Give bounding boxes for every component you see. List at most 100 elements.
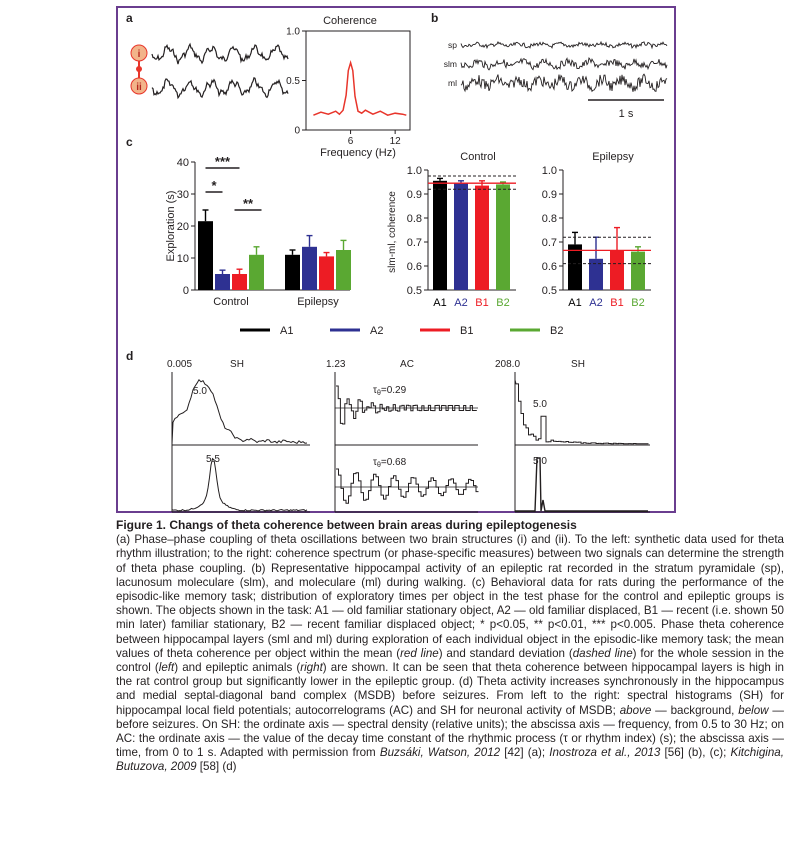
coherence-bar-ytick-label: 0.9	[407, 189, 422, 201]
coherence-bar-ytick-label: 0.8	[542, 213, 557, 225]
trace-slm	[460, 57, 668, 71]
coherence-ytick-label: 1.0	[286, 27, 300, 38]
panel-b-label: b	[431, 11, 438, 25]
structure-markers: i ii	[130, 44, 148, 95]
exploration-bar-A1	[285, 254, 300, 290]
sh1-top-curve	[171, 378, 308, 445]
ac-ymax: 1.23	[326, 359, 346, 370]
coherence-xlabel: Frequency (Hz)	[320, 147, 396, 159]
exploration-bar-B1	[319, 256, 334, 290]
exploration-bar-B1	[232, 274, 247, 290]
coherence-bar-ytick-label: 0.7	[407, 237, 422, 249]
legend-label: B2	[550, 325, 563, 337]
caption-title: Figure 1. Changs of theta coherence betw…	[116, 518, 577, 532]
exploration-ylabel: Exploration (s)	[165, 191, 177, 262]
coherence-category-label: B2	[496, 297, 509, 309]
coherence-axes-box	[305, 30, 411, 131]
coherence-bar-B1	[610, 250, 624, 290]
coherence-bar-ytick-label: 0.5	[407, 285, 422, 297]
coherence-ylabel: slm-ml, coherence	[387, 191, 398, 273]
epilepsy-coherence-chart: Epilepsy 0.5 0.6 0.7 0.8 0.9 1.0A1 A2 B1 B2	[542, 151, 651, 309]
trace-ml	[460, 73, 668, 93]
coherence-bar-A2	[454, 183, 468, 290]
coherence-series-line	[313, 59, 407, 117]
coherence-bar-A2	[589, 258, 603, 290]
ac-top-tau: τθ=0.29	[373, 385, 407, 397]
ac-title: AC	[400, 359, 414, 370]
control-coherence-chart: Control 0.5 0.6 0.7 0.8 0.9 1.0 slm-ml, coheren…	[387, 151, 516, 309]
coherence-title: Coherence	[323, 15, 377, 27]
coherence-chart: Coherence 0 0.5 1.0 6 12 Frequency (Hz)	[286, 15, 411, 159]
ac-bottom-curve	[336, 468, 479, 504]
exploration-category-label: Control	[213, 296, 248, 308]
figure-graphics: a i ii Coherence 0 0.5 1.0 6 12 Frequency (…	[126, 11, 668, 513]
exploration-bar-A2	[302, 246, 317, 290]
coherence-bar-ytick-label: 0.6	[407, 261, 422, 273]
sh1-title: SH	[230, 359, 244, 370]
significance-label: *	[211, 178, 217, 193]
sh2-ymax: 208.0	[495, 359, 520, 370]
coherence-category-label: B1	[475, 297, 488, 309]
coherence-bar-B1	[475, 185, 489, 290]
legend: A1 A2 B1 B2	[240, 325, 563, 337]
coherence-bar-ytick-label: 0.9	[542, 189, 557, 201]
coherence-category-label: A1	[568, 297, 581, 309]
sh1-top-peak: 5.0	[193, 386, 207, 397]
trace-sp	[460, 40, 668, 50]
exploration-bar-B2	[249, 254, 264, 290]
coherence-bar-B2	[631, 251, 645, 290]
coherence-chart-title: Control	[460, 151, 495, 163]
coherence-category-label: A1	[433, 297, 446, 309]
ac-top-curve	[336, 385, 477, 425]
sh1-bottom-curve	[171, 457, 308, 512]
coherence-xtick-label: 12	[390, 136, 402, 147]
panel-d-plots	[171, 372, 650, 513]
sh2-top-curve	[514, 379, 649, 445]
ac-bottom-tau: τθ=0.68	[373, 457, 407, 469]
exploration-ytick-label: 10	[177, 253, 189, 265]
legend-label: B1	[460, 325, 473, 337]
coherence-bar-ytick-label: 1.0	[542, 165, 557, 177]
coherence-bar-ytick-label: 0.7	[542, 237, 557, 249]
panel-d-label: d	[126, 349, 133, 363]
sh2-title: SH	[571, 359, 585, 370]
coherence-bar-A1	[568, 244, 582, 290]
coherence-xtick-label: 6	[348, 136, 354, 147]
struct-i-label: i	[138, 49, 141, 60]
exploration-bar-A2	[215, 274, 230, 290]
significance-label: ***	[215, 154, 231, 169]
coherence-category-label: B2	[631, 297, 644, 309]
legend-label: A2	[370, 325, 383, 337]
caption-body: (a) Phase–phase coupling of theta oscill…	[116, 533, 785, 774]
coherence-ytick-label: 0.5	[286, 76, 300, 87]
trace-label-sp: sp	[448, 40, 457, 50]
coherence-bar-B2	[496, 184, 510, 290]
exploration-category-label: Epilepsy	[297, 296, 339, 308]
exploration-ytick-label: 40	[177, 157, 189, 169]
exploration-ytick-label: 30	[177, 189, 189, 201]
figure-caption: Figure 1. Changs of theta coherence betw…	[116, 518, 784, 775]
scale-bar-label: 1 s	[619, 108, 634, 120]
legend-label: A1	[280, 325, 293, 337]
sh1-ymax: 0.005	[167, 359, 192, 370]
theta-trace-ii	[151, 76, 289, 100]
coherence-bar-ytick-label: 1.0	[407, 165, 422, 177]
coherence-category-label: A2	[454, 297, 467, 309]
coherence-chart-title: Epilepsy	[592, 151, 634, 163]
exploration-ytick-label: 0	[183, 285, 189, 297]
exploration-ytick-label: 20	[177, 221, 189, 233]
panel-a-label: a	[126, 11, 133, 25]
coherence-ytick-label: 0	[294, 126, 300, 137]
trace-label-slm: slm	[444, 59, 457, 69]
exploration-bar-A1	[198, 221, 213, 290]
coherence-category-label: A2	[589, 297, 602, 309]
sh2-bottom-curve	[515, 457, 648, 512]
coherence-bar-ytick-label: 0.8	[407, 213, 422, 225]
coherence-bar-ytick-label: 0.6	[542, 261, 557, 273]
sh2-top-peak: 5.0	[533, 399, 547, 410]
panel-c-label: c	[126, 135, 133, 149]
exploration-bar-B2	[336, 250, 351, 290]
coherence-category-label: B1	[610, 297, 623, 309]
coherence-bar-ytick-label: 0.5	[542, 285, 557, 297]
